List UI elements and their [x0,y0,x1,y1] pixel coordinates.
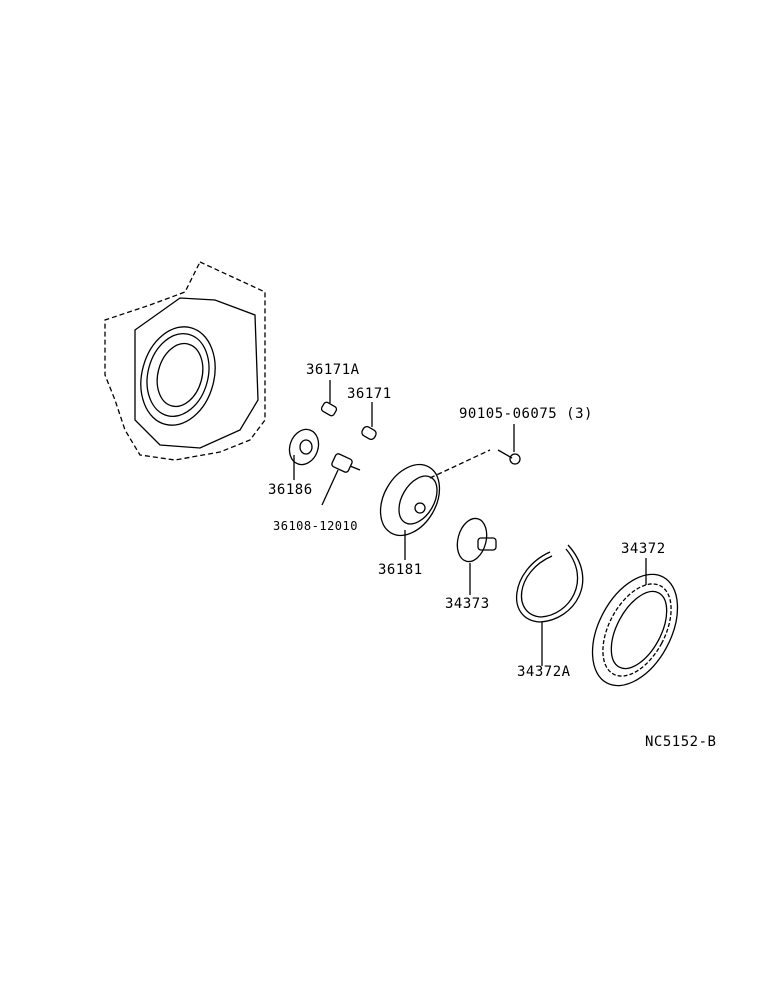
part-label-36186: 36186 [268,482,313,498]
part-label-36181: 36181 [378,562,423,578]
plug-36171 [361,402,377,441]
diagram-code: NC5152-B [645,734,717,750]
part-label-36108-12010: 36108-12010 [273,519,358,533]
valve-36108 [321,453,361,506]
transmission-case [104,261,266,461]
part-label-36171: 36171 [347,386,392,402]
gear-34373 [456,517,497,595]
snap-ring-34372A [516,544,584,666]
gear-34372 [591,558,679,687]
cover-36181 [379,449,491,560]
part-label-36171A: 36171A [306,362,360,378]
part-label-90105-06075: 90105-06075 (3) [459,406,593,422]
spring-36171A [320,380,338,417]
gear-36186 [288,428,320,480]
part-label-34372A: 34372A [517,664,571,680]
part-label-34373: 34373 [445,596,490,612]
part-label-34372: 34372 [621,541,666,557]
bolt-90105 [497,424,521,465]
